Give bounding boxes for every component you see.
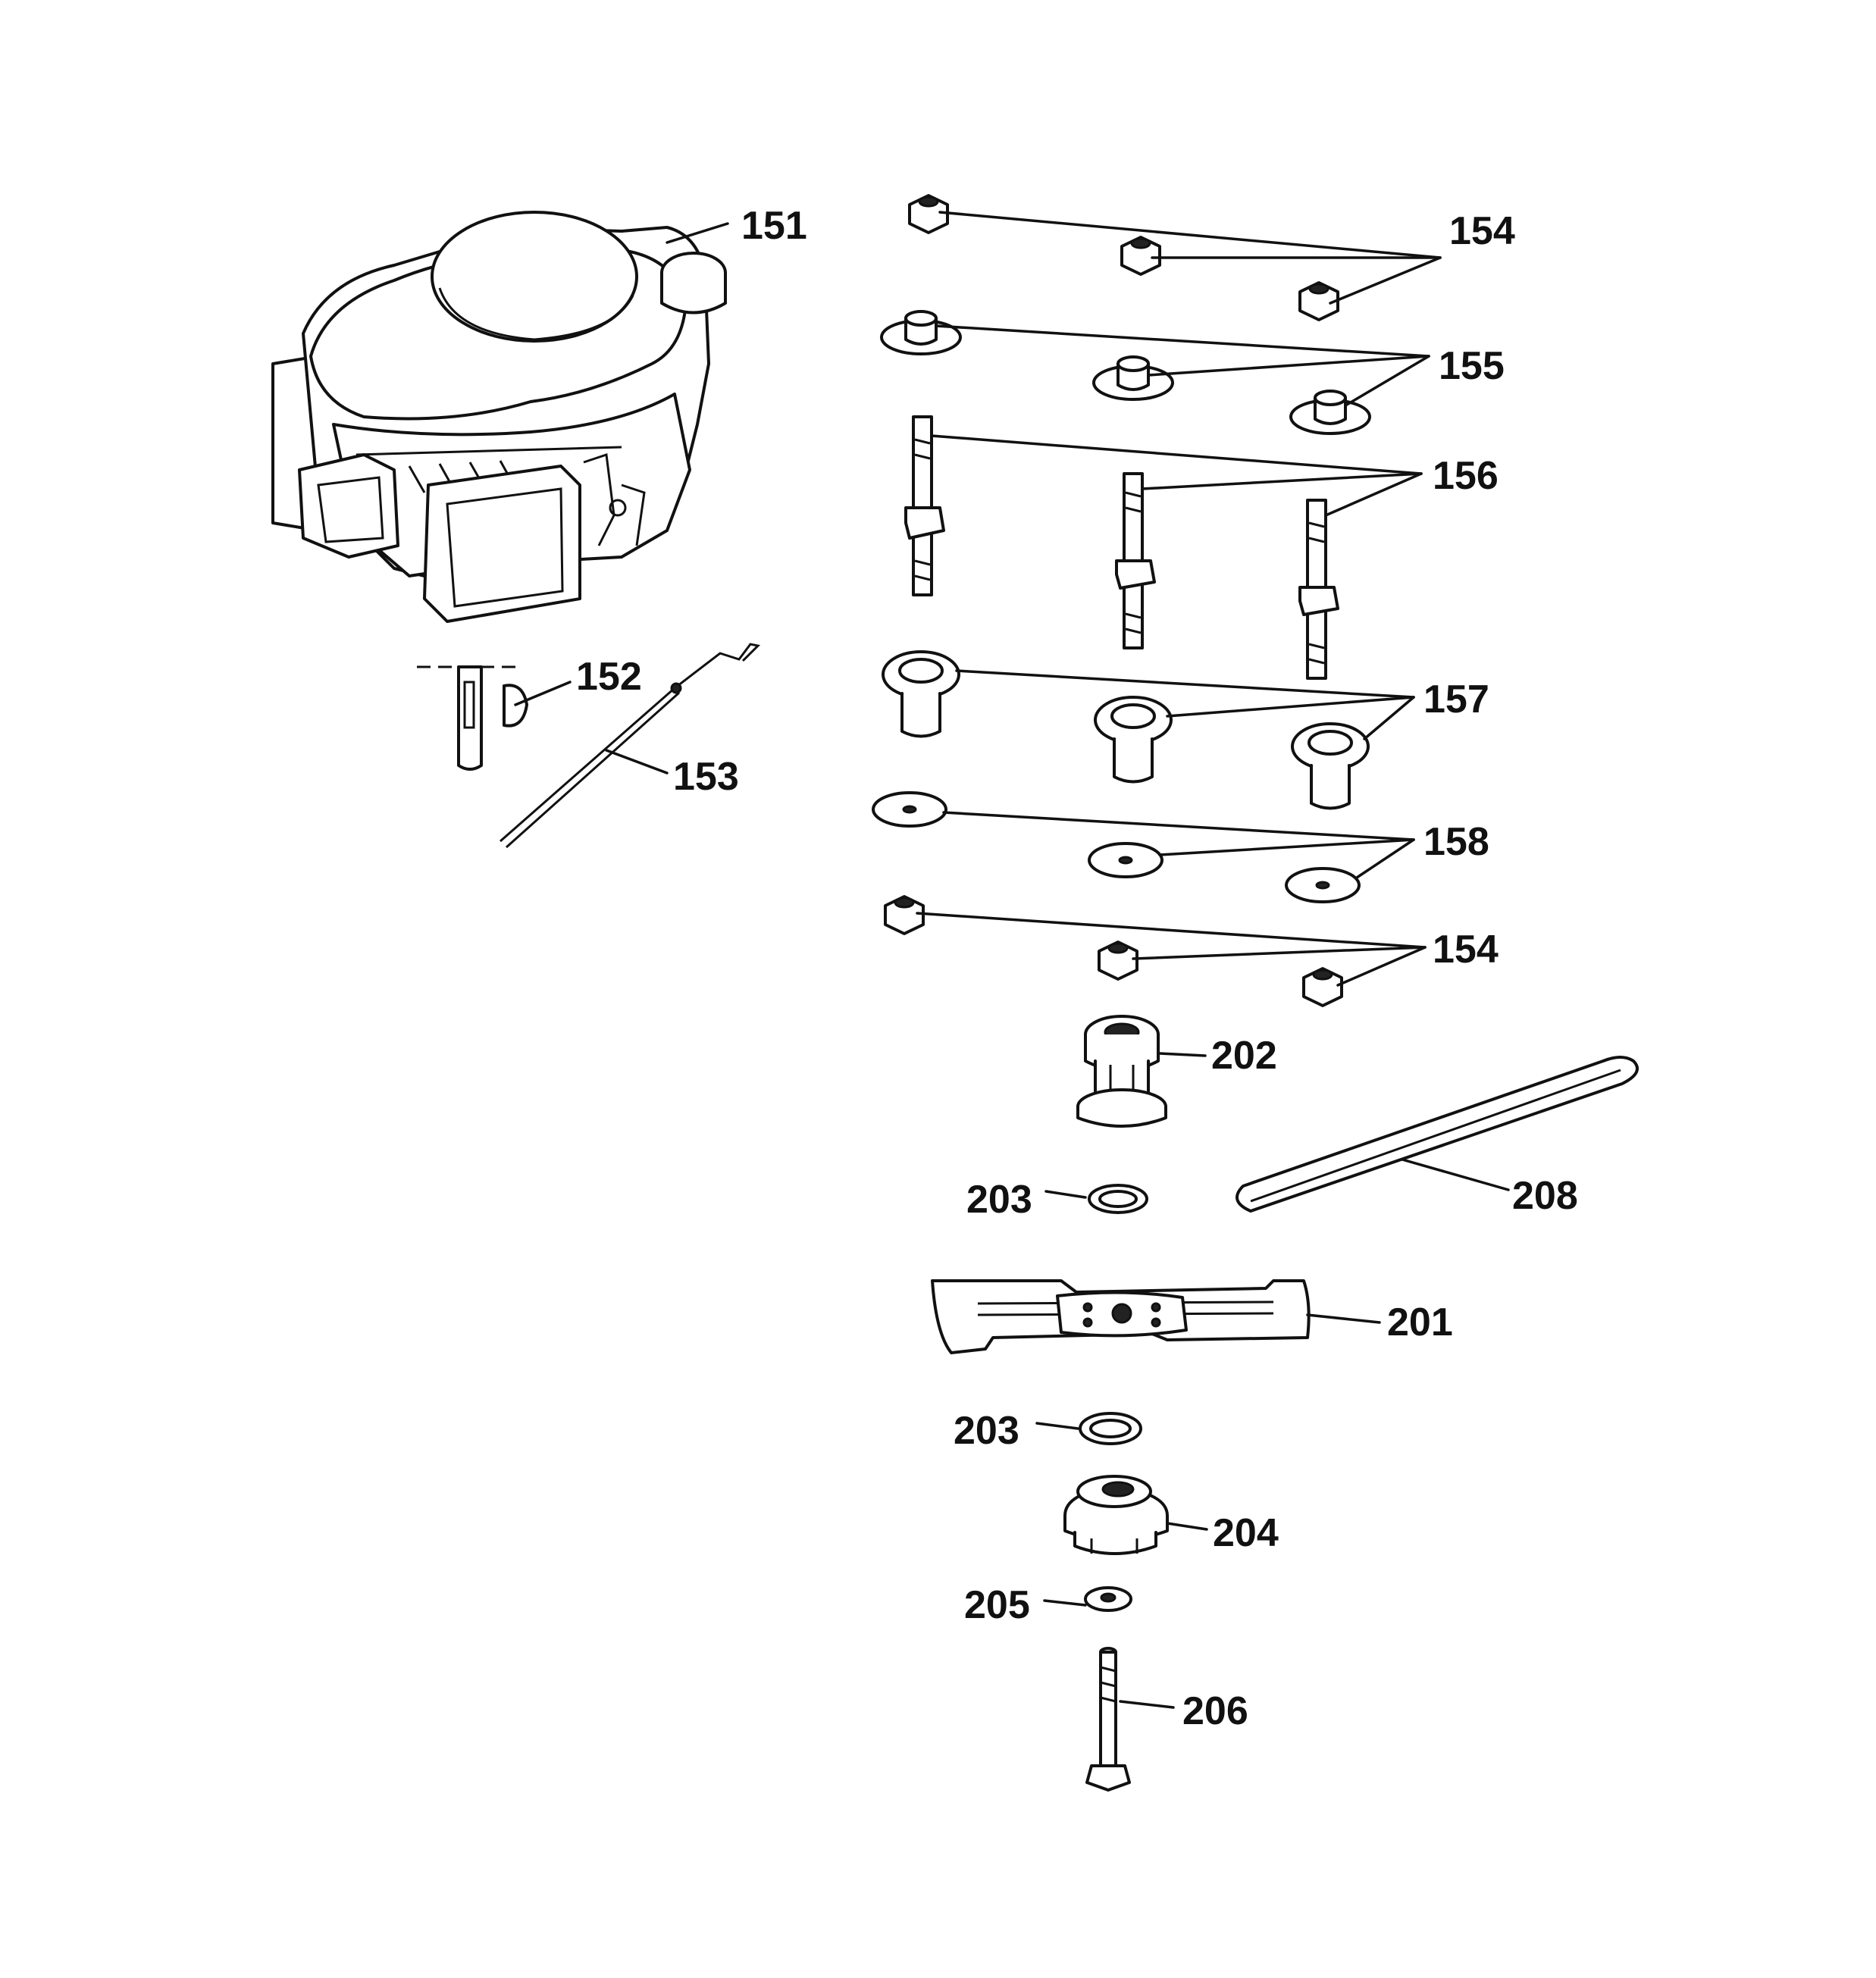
spacer-part-157[interactable] bbox=[882, 650, 1370, 810]
label-154-top: 154 bbox=[1449, 209, 1515, 253]
bolt-part-206[interactable] bbox=[1085, 1647, 1131, 1792]
leader-206 bbox=[1119, 1700, 1175, 1709]
label-208: 208 bbox=[1512, 1174, 1578, 1218]
label-155: 155 bbox=[1439, 344, 1505, 388]
label-152: 152 bbox=[576, 655, 642, 699]
label-157: 157 bbox=[1423, 678, 1489, 721]
leader-208 bbox=[1401, 1158, 1510, 1191]
label-151: 151 bbox=[741, 204, 807, 248]
label-156: 156 bbox=[1433, 454, 1499, 498]
leader-152 bbox=[514, 681, 572, 706]
leaders-156 bbox=[930, 434, 1423, 517]
washer-part-205[interactable] bbox=[1084, 1586, 1132, 1612]
leaders-155 bbox=[935, 324, 1430, 407]
label-153: 153 bbox=[673, 755, 739, 799]
label-201: 201 bbox=[1387, 1300, 1453, 1344]
mower-blade-part-201[interactable] bbox=[931, 1279, 1311, 1354]
label-204: 204 bbox=[1213, 1511, 1279, 1555]
leader-205 bbox=[1043, 1599, 1087, 1607]
spacer-ring-part-203-top[interactable] bbox=[1088, 1184, 1148, 1214]
leader-203-bottom bbox=[1035, 1422, 1079, 1430]
nut-part-154-bottom[interactable] bbox=[884, 895, 1343, 1007]
leader-201 bbox=[1306, 1313, 1381, 1324]
leaders-154-top bbox=[938, 211, 1442, 305]
leader-153 bbox=[605, 749, 669, 775]
leader-151 bbox=[666, 222, 729, 244]
label-158: 158 bbox=[1423, 820, 1489, 864]
label-203-bottom: 203 bbox=[954, 1409, 1019, 1453]
leader-202 bbox=[1158, 1052, 1207, 1057]
blade-adapter-part-202[interactable] bbox=[1076, 1015, 1167, 1128]
label-154-bottom: 154 bbox=[1433, 928, 1499, 972]
engine-part-151[interactable] bbox=[271, 211, 727, 623]
label-202: 202 bbox=[1211, 1034, 1277, 1078]
washer-part-158[interactable] bbox=[872, 791, 1361, 903]
nut-part-154-top[interactable] bbox=[908, 194, 1339, 321]
shaft-key-part-152[interactable] bbox=[417, 665, 528, 771]
spacer-ring-part-203-bottom[interactable] bbox=[1079, 1412, 1142, 1445]
label-205: 205 bbox=[964, 1583, 1030, 1627]
leaders-158 bbox=[942, 811, 1415, 879]
drive-belt-part-208[interactable] bbox=[1236, 1056, 1639, 1213]
label-206: 206 bbox=[1182, 1689, 1248, 1733]
stud-part-156[interactable] bbox=[904, 415, 1339, 680]
control-cable-part-153[interactable] bbox=[500, 643, 761, 849]
bushing-part-155[interactable] bbox=[880, 310, 1371, 435]
leaders-157 bbox=[955, 669, 1415, 740]
blade-hub-part-204[interactable] bbox=[1063, 1475, 1169, 1555]
label-203-top: 203 bbox=[966, 1178, 1032, 1222]
leader-203-top bbox=[1044, 1190, 1087, 1199]
leaders-154-bottom bbox=[916, 912, 1427, 987]
leader-204 bbox=[1166, 1522, 1208, 1531]
